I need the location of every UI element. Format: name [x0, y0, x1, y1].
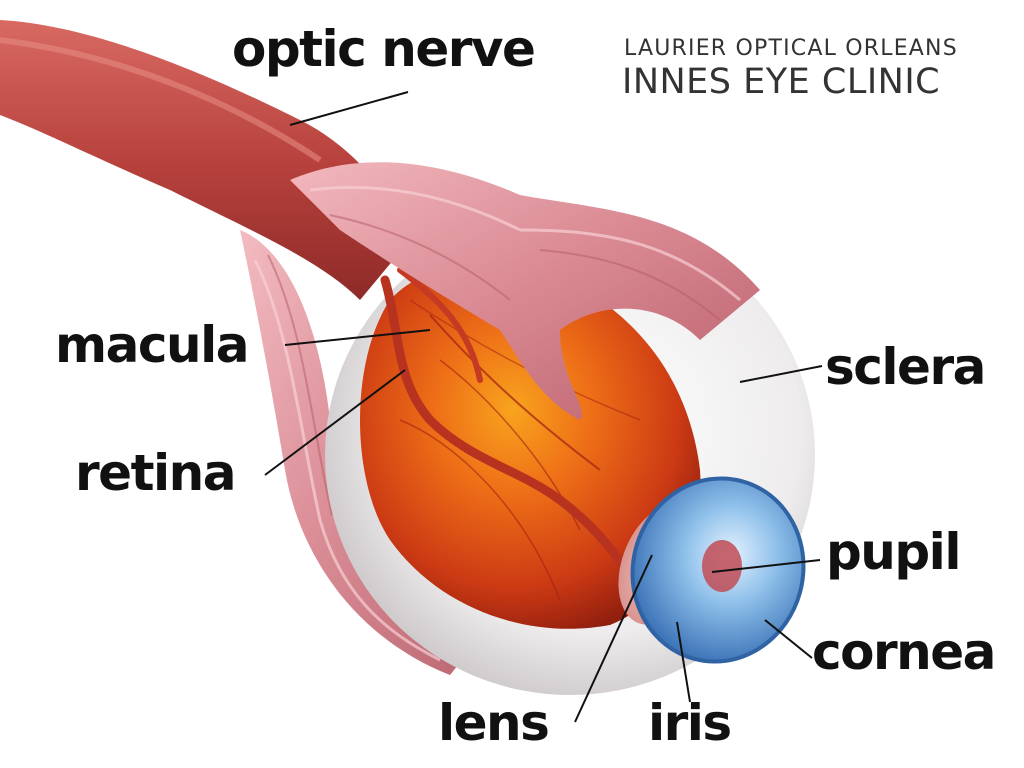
- leader-cornea: [764, 619, 813, 659]
- retina-shape: [360, 264, 701, 629]
- upper-muscle-shape: [290, 162, 760, 421]
- leader-macula: [284, 329, 431, 346]
- clinic-subtitle: LAURIER OPTICAL ORLEANS: [624, 36, 958, 61]
- lower-muscle-shape: [240, 230, 470, 675]
- leader-iris: [676, 621, 691, 703]
- leader-lens: [574, 554, 653, 723]
- clinic-title: INNES EYE CLINIC: [622, 62, 941, 102]
- optic-nerve-shape: [0, 20, 410, 300]
- leader-optic-nerve: [289, 91, 409, 126]
- leader-lines: [264, 91, 823, 723]
- label-macula: macula: [55, 316, 249, 374]
- label-retina: retina: [75, 444, 236, 502]
- leader-sclera: [739, 365, 823, 383]
- cornea-iris-shape: [630, 476, 806, 664]
- pupil-shape: [702, 540, 742, 592]
- label-cornea: cornea: [812, 623, 996, 681]
- leader-retina: [264, 369, 406, 476]
- label-iris: iris: [648, 694, 732, 752]
- label-optic-nerve: optic nerve: [232, 20, 536, 78]
- label-lens: lens: [438, 694, 550, 752]
- blood-vessels-shape: [380, 267, 645, 595]
- label-sclera: sclera: [825, 338, 986, 396]
- leader-pupil: [711, 559, 821, 573]
- label-pupil: pupil: [826, 523, 961, 581]
